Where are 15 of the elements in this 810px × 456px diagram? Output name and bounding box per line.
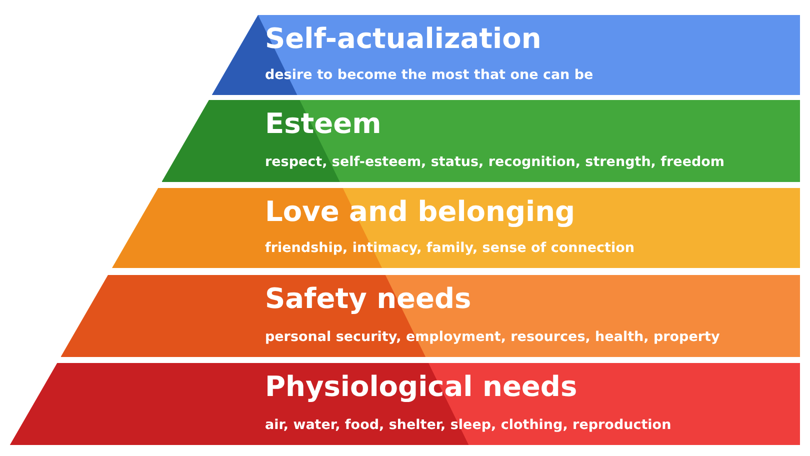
level-heading: Safety needs [264, 285, 472, 313]
pyramid-level [10, 363, 800, 445]
level-description: respect, self-esteem, status, recognition, strength, freedom [264, 156, 724, 170]
level-heading: Love and belonging [264, 198, 576, 226]
pyramid-level [212, 15, 800, 95]
level-description: air, water, food, shelter, sleep, clothing, reproduction [264, 419, 672, 432]
level-heading: Esteem [264, 110, 382, 138]
level-description: desire to become the most that one can be [264, 69, 594, 82]
pyramid-level [162, 100, 800, 182]
level-heading: Self-actualization [264, 25, 542, 53]
pyramid-level [60, 275, 800, 357]
level-heading: Physiological needs [264, 373, 578, 401]
level-description: personal security, employment, resources, health, property [264, 331, 720, 344]
pyramid-level [112, 188, 800, 268]
level-description: friendship, intimacy, family, sense of connection [264, 242, 634, 256]
